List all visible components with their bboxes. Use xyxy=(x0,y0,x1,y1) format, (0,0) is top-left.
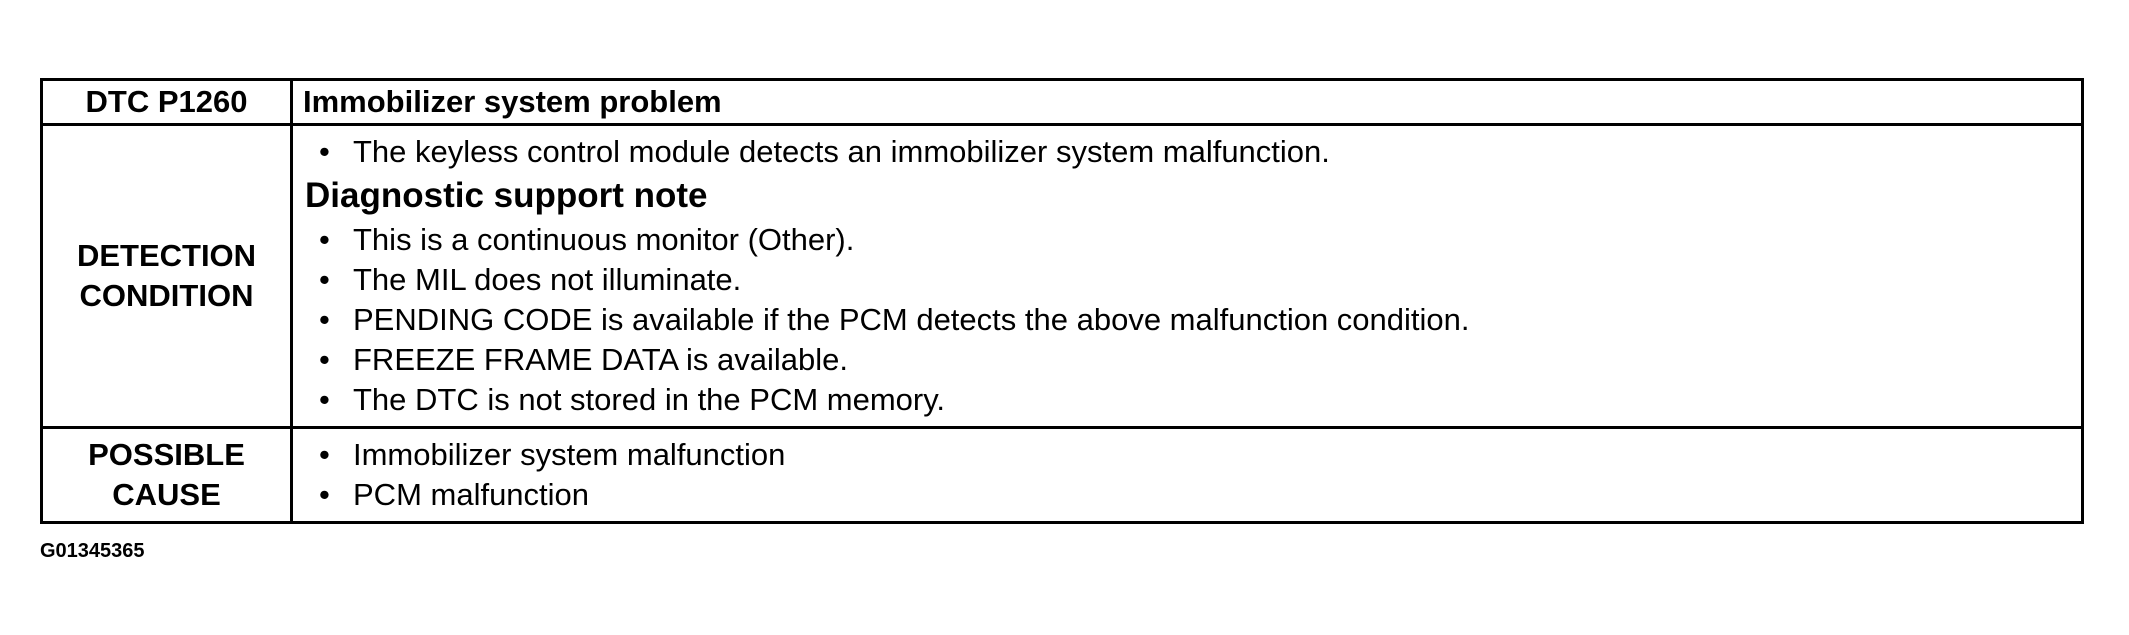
list-item: • The keyless control module detects an i… xyxy=(305,132,2069,172)
bullet-icon: • xyxy=(319,302,330,337)
possible-cause-label-line2: CAUSE xyxy=(112,477,221,512)
list-item: • Immobilizer system malfunction xyxy=(305,435,2069,475)
list-item-text: PCM malfunction xyxy=(353,477,590,512)
detection-list: • The keyless control module detects an i… xyxy=(305,132,2069,172)
dtc-table: DTC P1260 Immobilizer system problem DET… xyxy=(40,78,2084,524)
diagnostic-note-list: • This is a continuous monitor (Other). •… xyxy=(305,220,2069,420)
possible-cause-label: POSSIBLE CAUSE xyxy=(40,426,293,524)
list-item-text: The DTC is not stored in the PCM memory. xyxy=(353,382,946,417)
list-item: • The MIL does not illuminate. xyxy=(305,260,2069,300)
detection-label-line1: DETECTION xyxy=(76,238,257,273)
list-item: • PENDING CODE is available if the PCM de… xyxy=(305,300,2069,340)
list-item-text: Immobilizer system malfunction xyxy=(353,437,786,472)
bullet-icon: • xyxy=(319,222,330,257)
detection-condition-label: DETECTION CONDITION xyxy=(40,123,293,429)
possible-cause-content: • Immobilizer system malfunction • PCM mal… xyxy=(290,426,2084,524)
diagnostic-support-note-heading: Diagnostic support note xyxy=(305,176,708,215)
bullet-icon: • xyxy=(319,437,330,472)
header-row: DTC P1260 Immobilizer system problem xyxy=(40,78,2084,126)
list-item: • PCM malfunction xyxy=(305,475,2069,515)
detection-condition-row: DETECTION CONDITION • The keyless control… xyxy=(40,123,2084,429)
possible-cause-list: • Immobilizer system malfunction • PCM mal… xyxy=(305,435,2069,515)
bullet-icon: • xyxy=(319,262,330,297)
list-item-text: FREEZE FRAME DATA is available. xyxy=(353,342,848,377)
bullet-icon: • xyxy=(319,382,330,417)
bullet-icon: • xyxy=(319,342,330,377)
list-item: • This is a continuous monitor (Other). xyxy=(305,220,2069,260)
figure-id: G01345365 xyxy=(40,540,145,562)
dtc-title: Immobilizer system problem xyxy=(290,78,2084,126)
dtc-code: DTC P1260 xyxy=(40,78,293,126)
list-item: • The DTC is not stored in the PCM memory… xyxy=(305,380,2069,420)
bullet-icon: • xyxy=(319,134,330,169)
list-item: • FREEZE FRAME DATA is available. xyxy=(305,340,2069,380)
list-item-text: PENDING CODE is available if the PCM det… xyxy=(353,302,1470,337)
bullet-icon: • xyxy=(319,477,330,512)
detection-label-line2: CONDITION xyxy=(79,278,254,313)
possible-cause-label-line1: POSSIBLE xyxy=(88,437,245,472)
possible-cause-row: POSSIBLE CAUSE • Immobilizer system malfu… xyxy=(40,426,2084,524)
list-item-text: The keyless control module detects an im… xyxy=(353,134,1330,169)
list-item-text: The MIL does not illuminate. xyxy=(353,262,742,297)
detection-condition-content: • The keyless control module detects an i… xyxy=(290,123,2084,429)
list-item-text: This is a continuous monitor (Other). xyxy=(353,222,855,257)
